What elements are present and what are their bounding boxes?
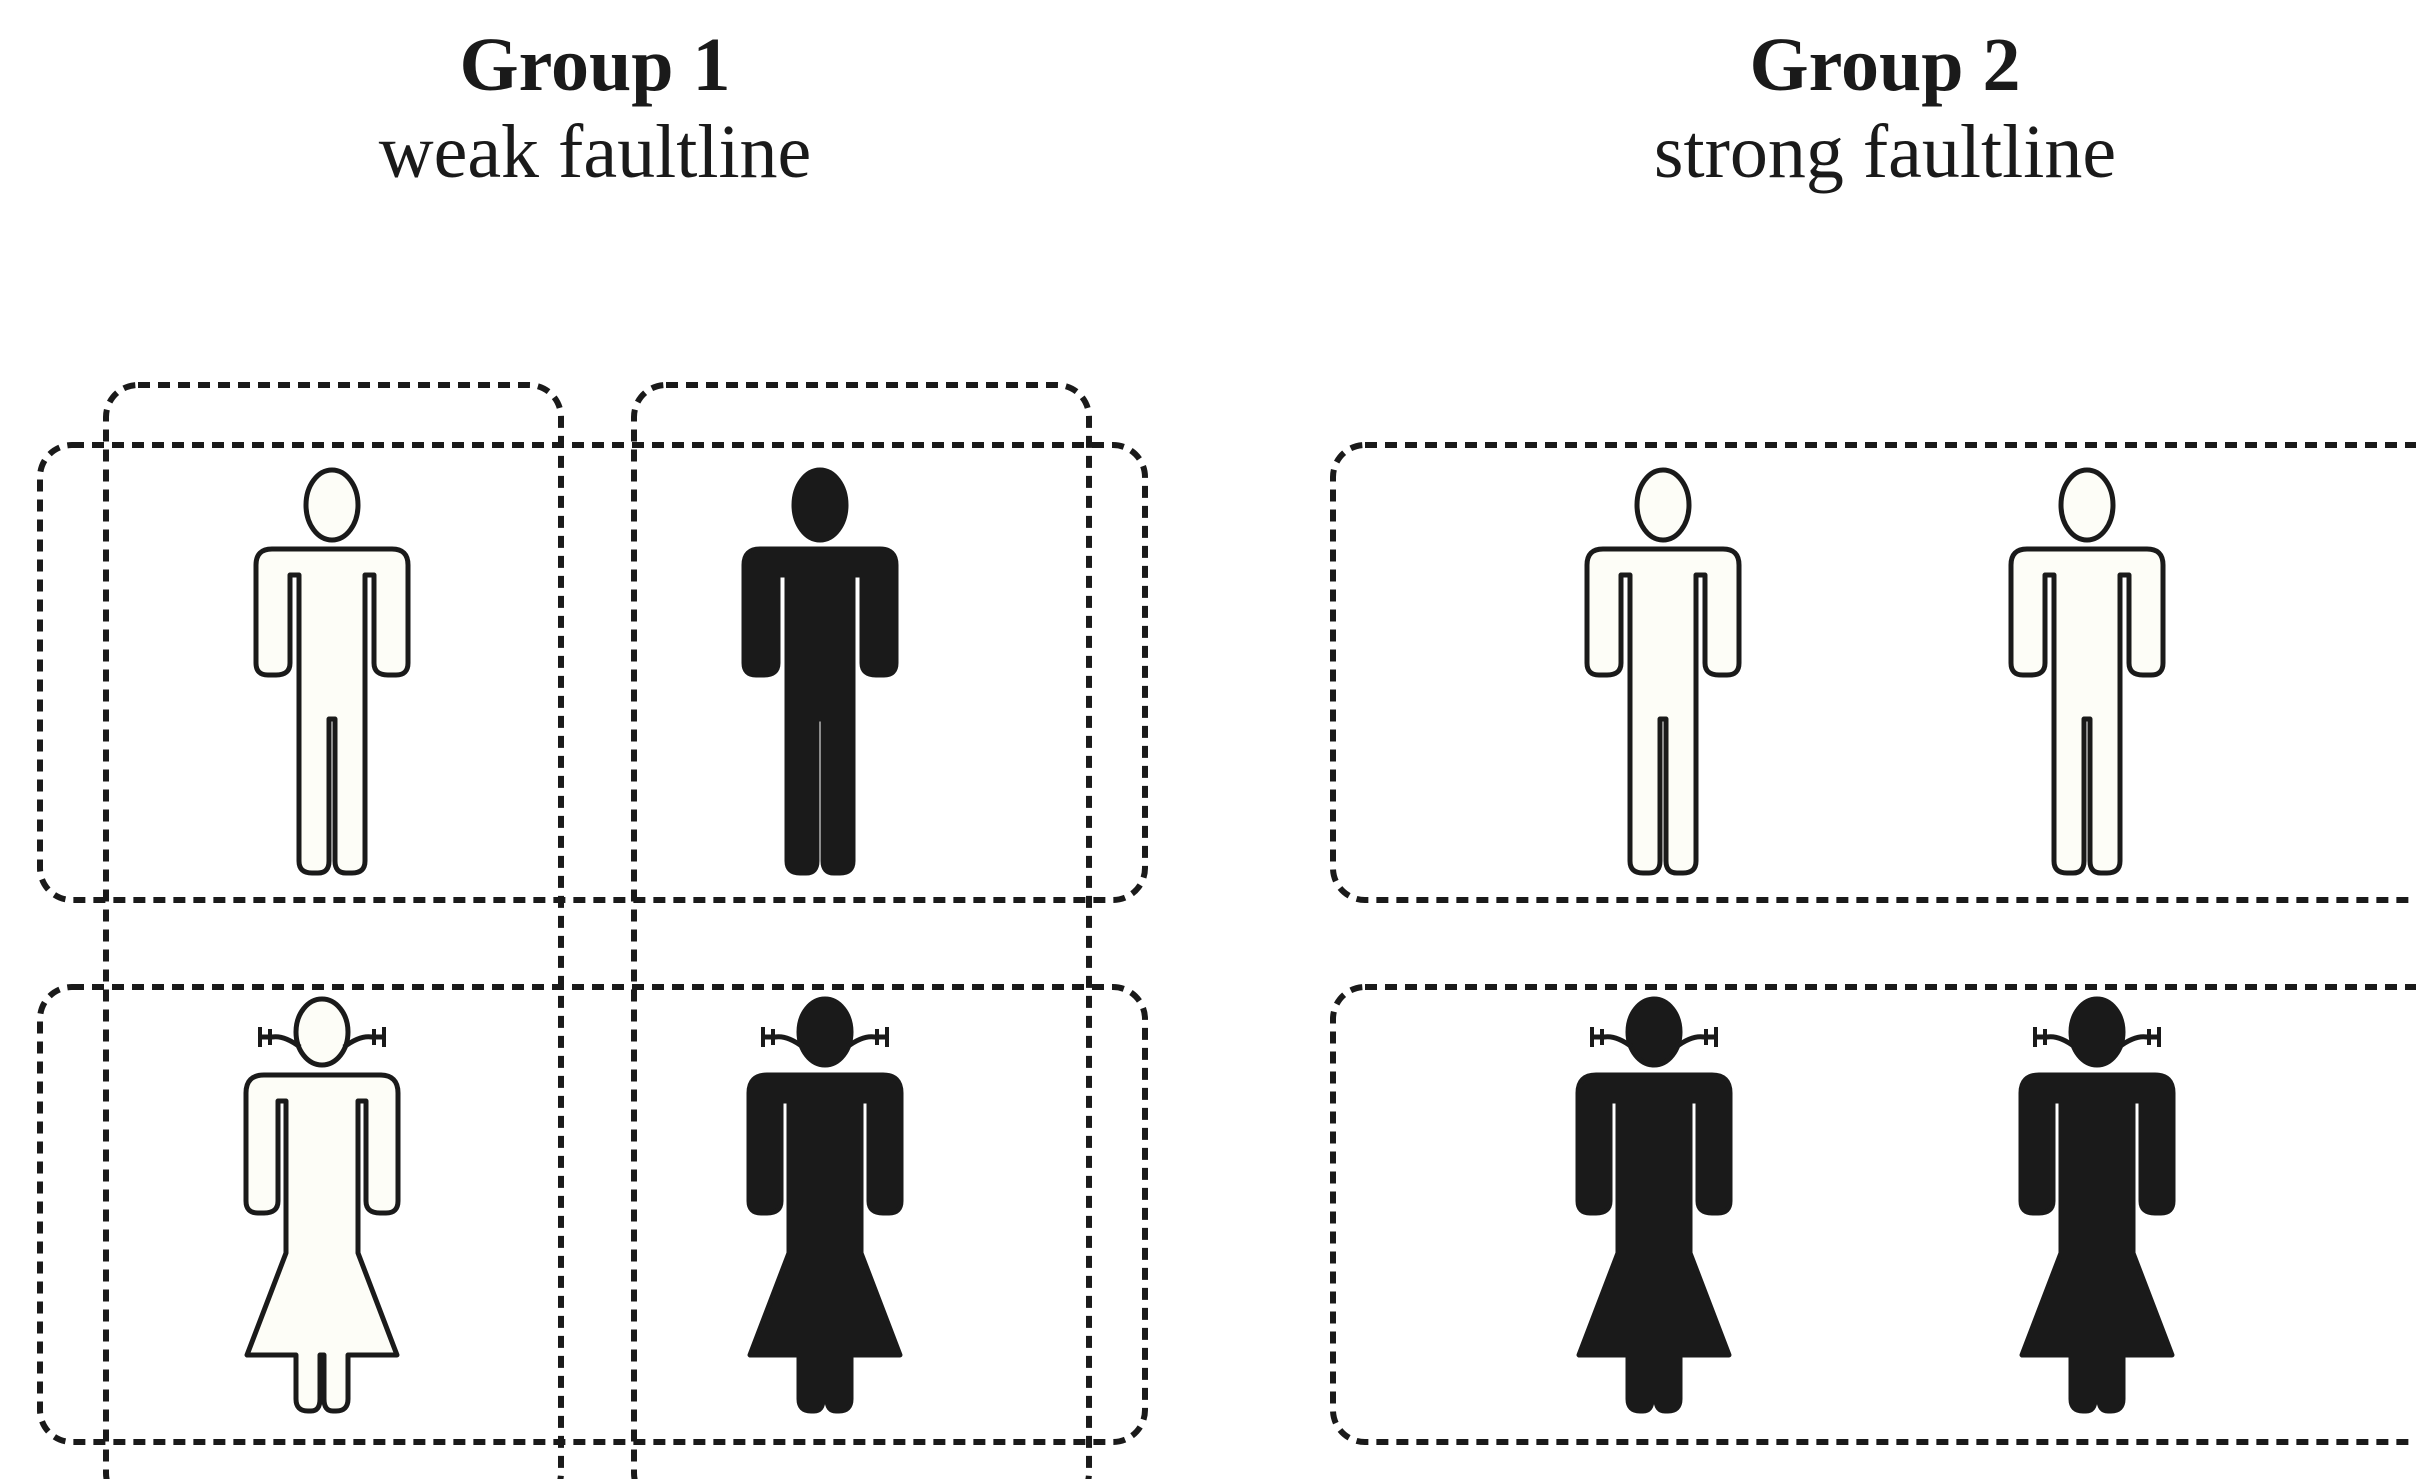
- group-1-subtitle: weak faultline: [378, 110, 812, 195]
- group-1-heading: Group 1 weak faultline: [245, 22, 945, 197]
- group-2-title: Group 2: [1749, 23, 2021, 107]
- woman-icon: [246, 999, 398, 1411]
- woman-icon: [2021, 999, 2173, 1411]
- group-2-heading: Group 2 strong faultline: [1535, 22, 2235, 197]
- woman-icon: [1578, 999, 1730, 1411]
- group-2-row-box-top: [1330, 442, 2416, 903]
- figures: [246, 470, 2173, 1411]
- group-2-subtitle: strong faultline: [1653, 110, 2117, 195]
- woman-icon: [749, 999, 901, 1411]
- man-icon: [744, 470, 896, 873]
- man-icon: [1587, 470, 1739, 873]
- group-1-row-box-top: [37, 442, 1148, 903]
- group-1-title: Group 1: [459, 23, 731, 107]
- man-icon: [2011, 470, 2163, 873]
- group-2-row-box-bottom: [1330, 984, 2416, 1445]
- group-1-column-box-left: [103, 382, 564, 1479]
- man-icon: [256, 470, 408, 873]
- group-1-column-box-right: [631, 382, 1092, 1479]
- group-1-row-box-bottom: [37, 984, 1148, 1445]
